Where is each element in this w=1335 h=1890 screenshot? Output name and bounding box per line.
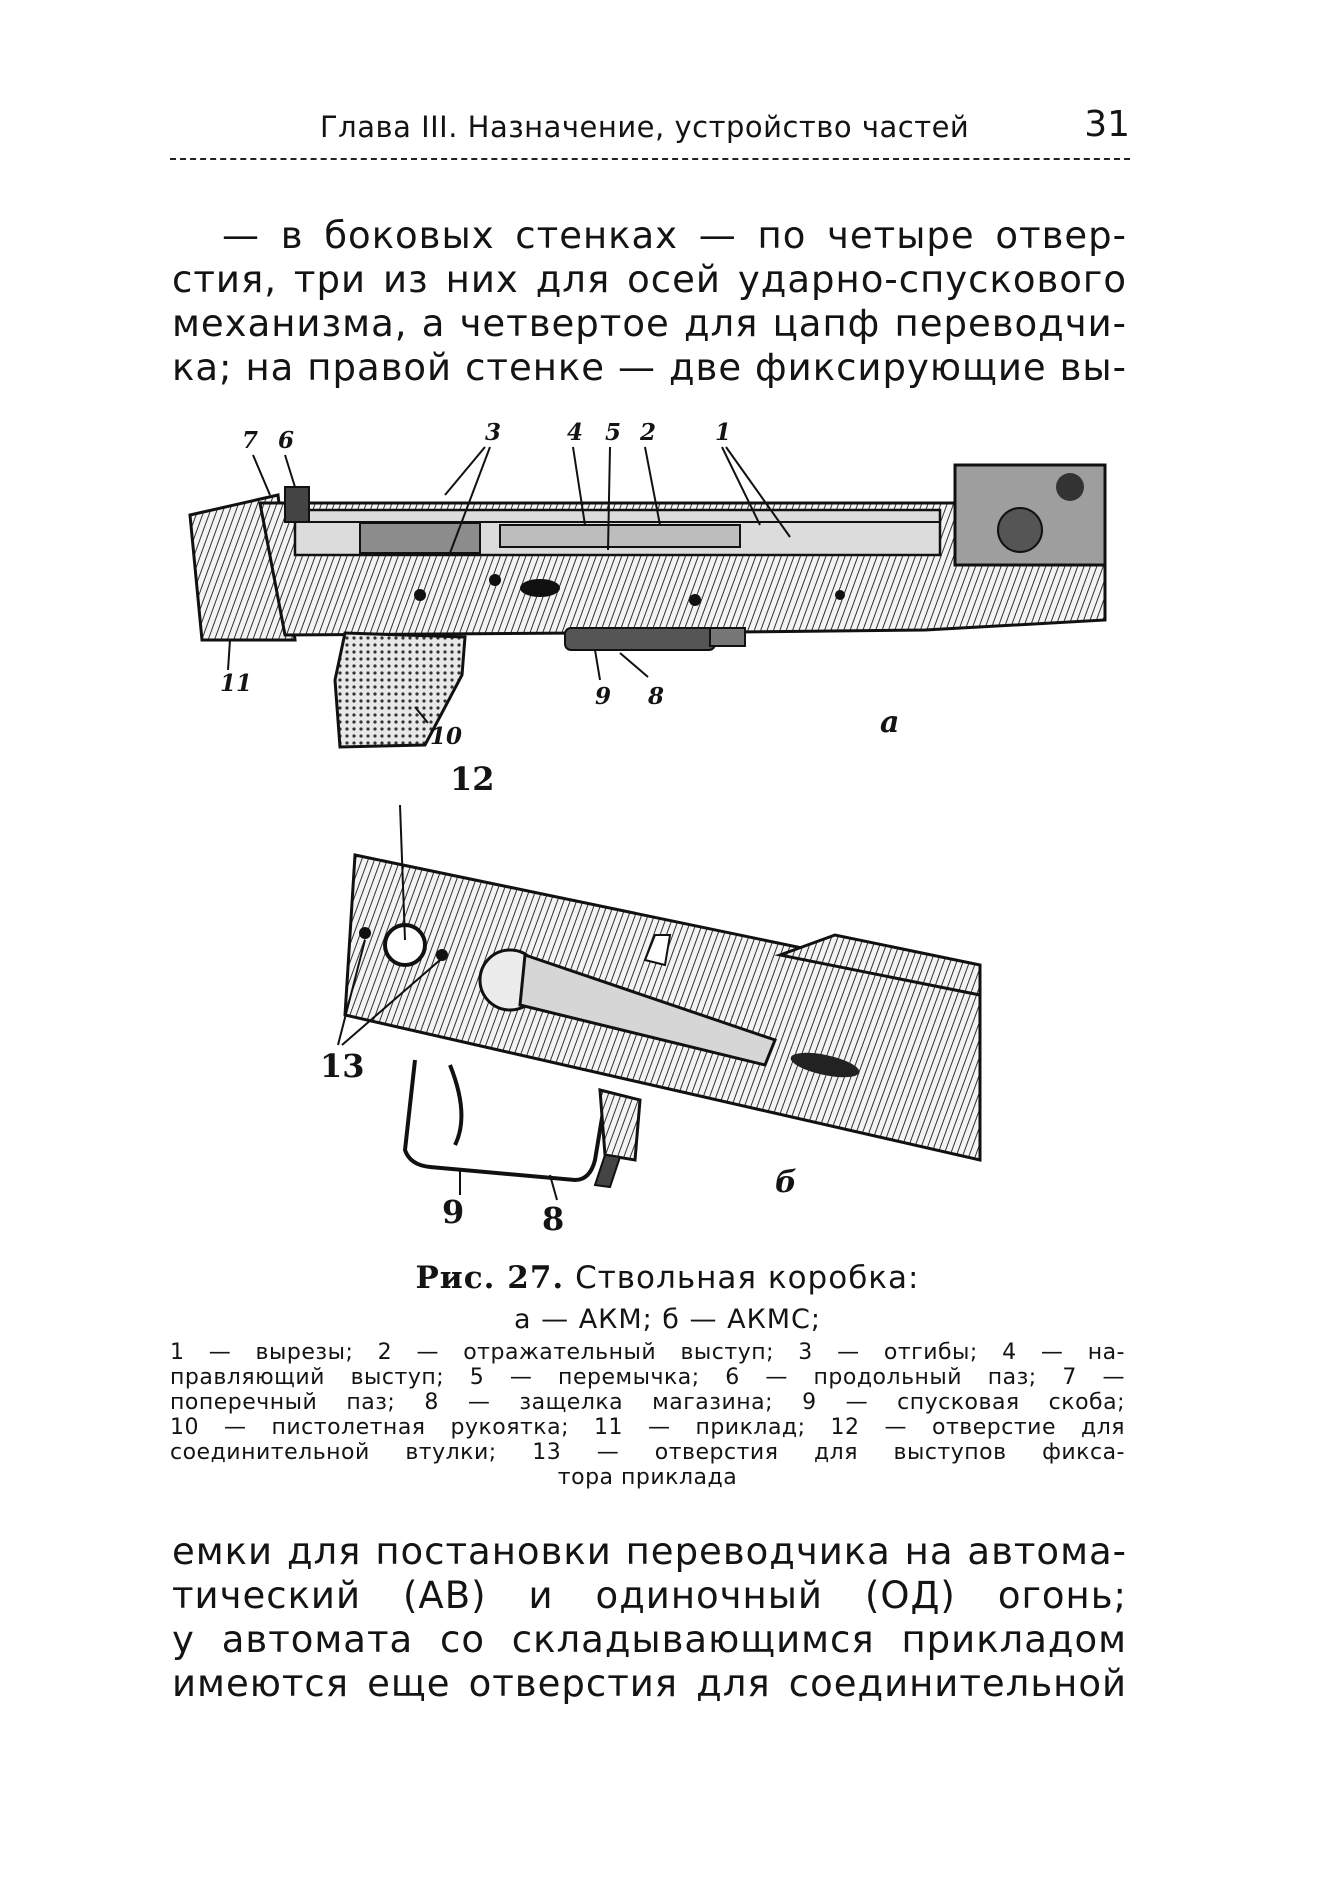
callout-2: 2 [640, 419, 657, 446]
figure-caption-subtitle: а — АКМ; б — АКМС; [513, 1304, 822, 1335]
running-header: Глава III. Назначение, устройство частей… [170, 104, 1130, 160]
figure-letter-a: а [880, 705, 900, 740]
text-line: стия, три из них для осей ударно-спусков… [172, 258, 1127, 301]
callout-9: 9 [595, 683, 612, 710]
legend-line: соединительной втулки; 13 — отверстия дл… [170, 1440, 1125, 1465]
receiver-illustration-a [188, 446, 1107, 749]
callout-1: 1 [715, 419, 732, 446]
callout-9: 9 [442, 1193, 465, 1231]
legend-line: поперечный паз; 8 — защелка магазина; 9 … [170, 1390, 1125, 1415]
callout-4: 4 [567, 419, 584, 446]
header-rule [170, 158, 1130, 160]
callout-10: 10 [430, 723, 463, 750]
callout-8: 8 [648, 683, 665, 710]
figure-b-akms-receiver: 12 13 9 8 б [320, 760, 982, 1238]
figure-a-akm-receiver: 7 6 3 4 5 2 1 11 9 8 10 а [188, 419, 1115, 770]
legend-line: правляющий выступ; 5 — перемычка; 6 — пр… [170, 1365, 1125, 1390]
callout-13: 13 [320, 1047, 365, 1085]
callout-3: 3 [485, 419, 502, 446]
callout-8: 8 [542, 1200, 565, 1238]
figure-title: Ствольная коробка: [575, 1260, 920, 1296]
text-line: — в боковых стенках — по четыре отвер- [222, 214, 1127, 257]
figure-number: Рис. 27. [415, 1260, 565, 1296]
callout-11: 11 [220, 670, 253, 697]
legend-line: 10 — пистолетная рукоятка; 11 — приклад;… [170, 1415, 1125, 1440]
callout-5: 5 [605, 419, 622, 446]
text-line: у автомата со складывающимся прикладом [172, 1618, 1127, 1661]
figure-letter-b: б [775, 1165, 797, 1200]
text-line: имеются еще отверстия для соединительной [172, 1662, 1127, 1705]
text-line: механизма, а четвертое для цапф переводч… [172, 302, 1127, 345]
callout-6: 6 [278, 427, 295, 454]
callout-7: 7 [242, 427, 259, 454]
legend-line: тора приклада [557, 1465, 738, 1490]
figure-caption-title: Рис. 27. Ствольная коробка: [0, 1260, 1335, 1296]
receiver-illustration-b [337, 804, 982, 1201]
figure-legend: 1 — вырезы; 2 — отражательный выступ; 3 … [170, 1340, 1125, 1490]
text-line: тический (АВ) и одиночный (ОД) огонь; [172, 1574, 1127, 1617]
body-text-bottom: емки для постановки переводчика на автом… [172, 1530, 1127, 1706]
legend-line: 1 — вырезы; 2 — отражательный выступ; 3 … [170, 1340, 1125, 1365]
text-line: емки для постановки переводчика на автом… [172, 1530, 1127, 1573]
text-line: ка; на правой стенке — две фиксирующие в… [172, 346, 1127, 389]
callout-12: 12 [450, 760, 495, 798]
body-text-top: — в боковых стенках — по четыре отвер- с… [172, 214, 1127, 390]
page-number: 31 [1084, 104, 1130, 145]
chapter-title: Глава III. Назначение, устройство частей [320, 110, 970, 144]
